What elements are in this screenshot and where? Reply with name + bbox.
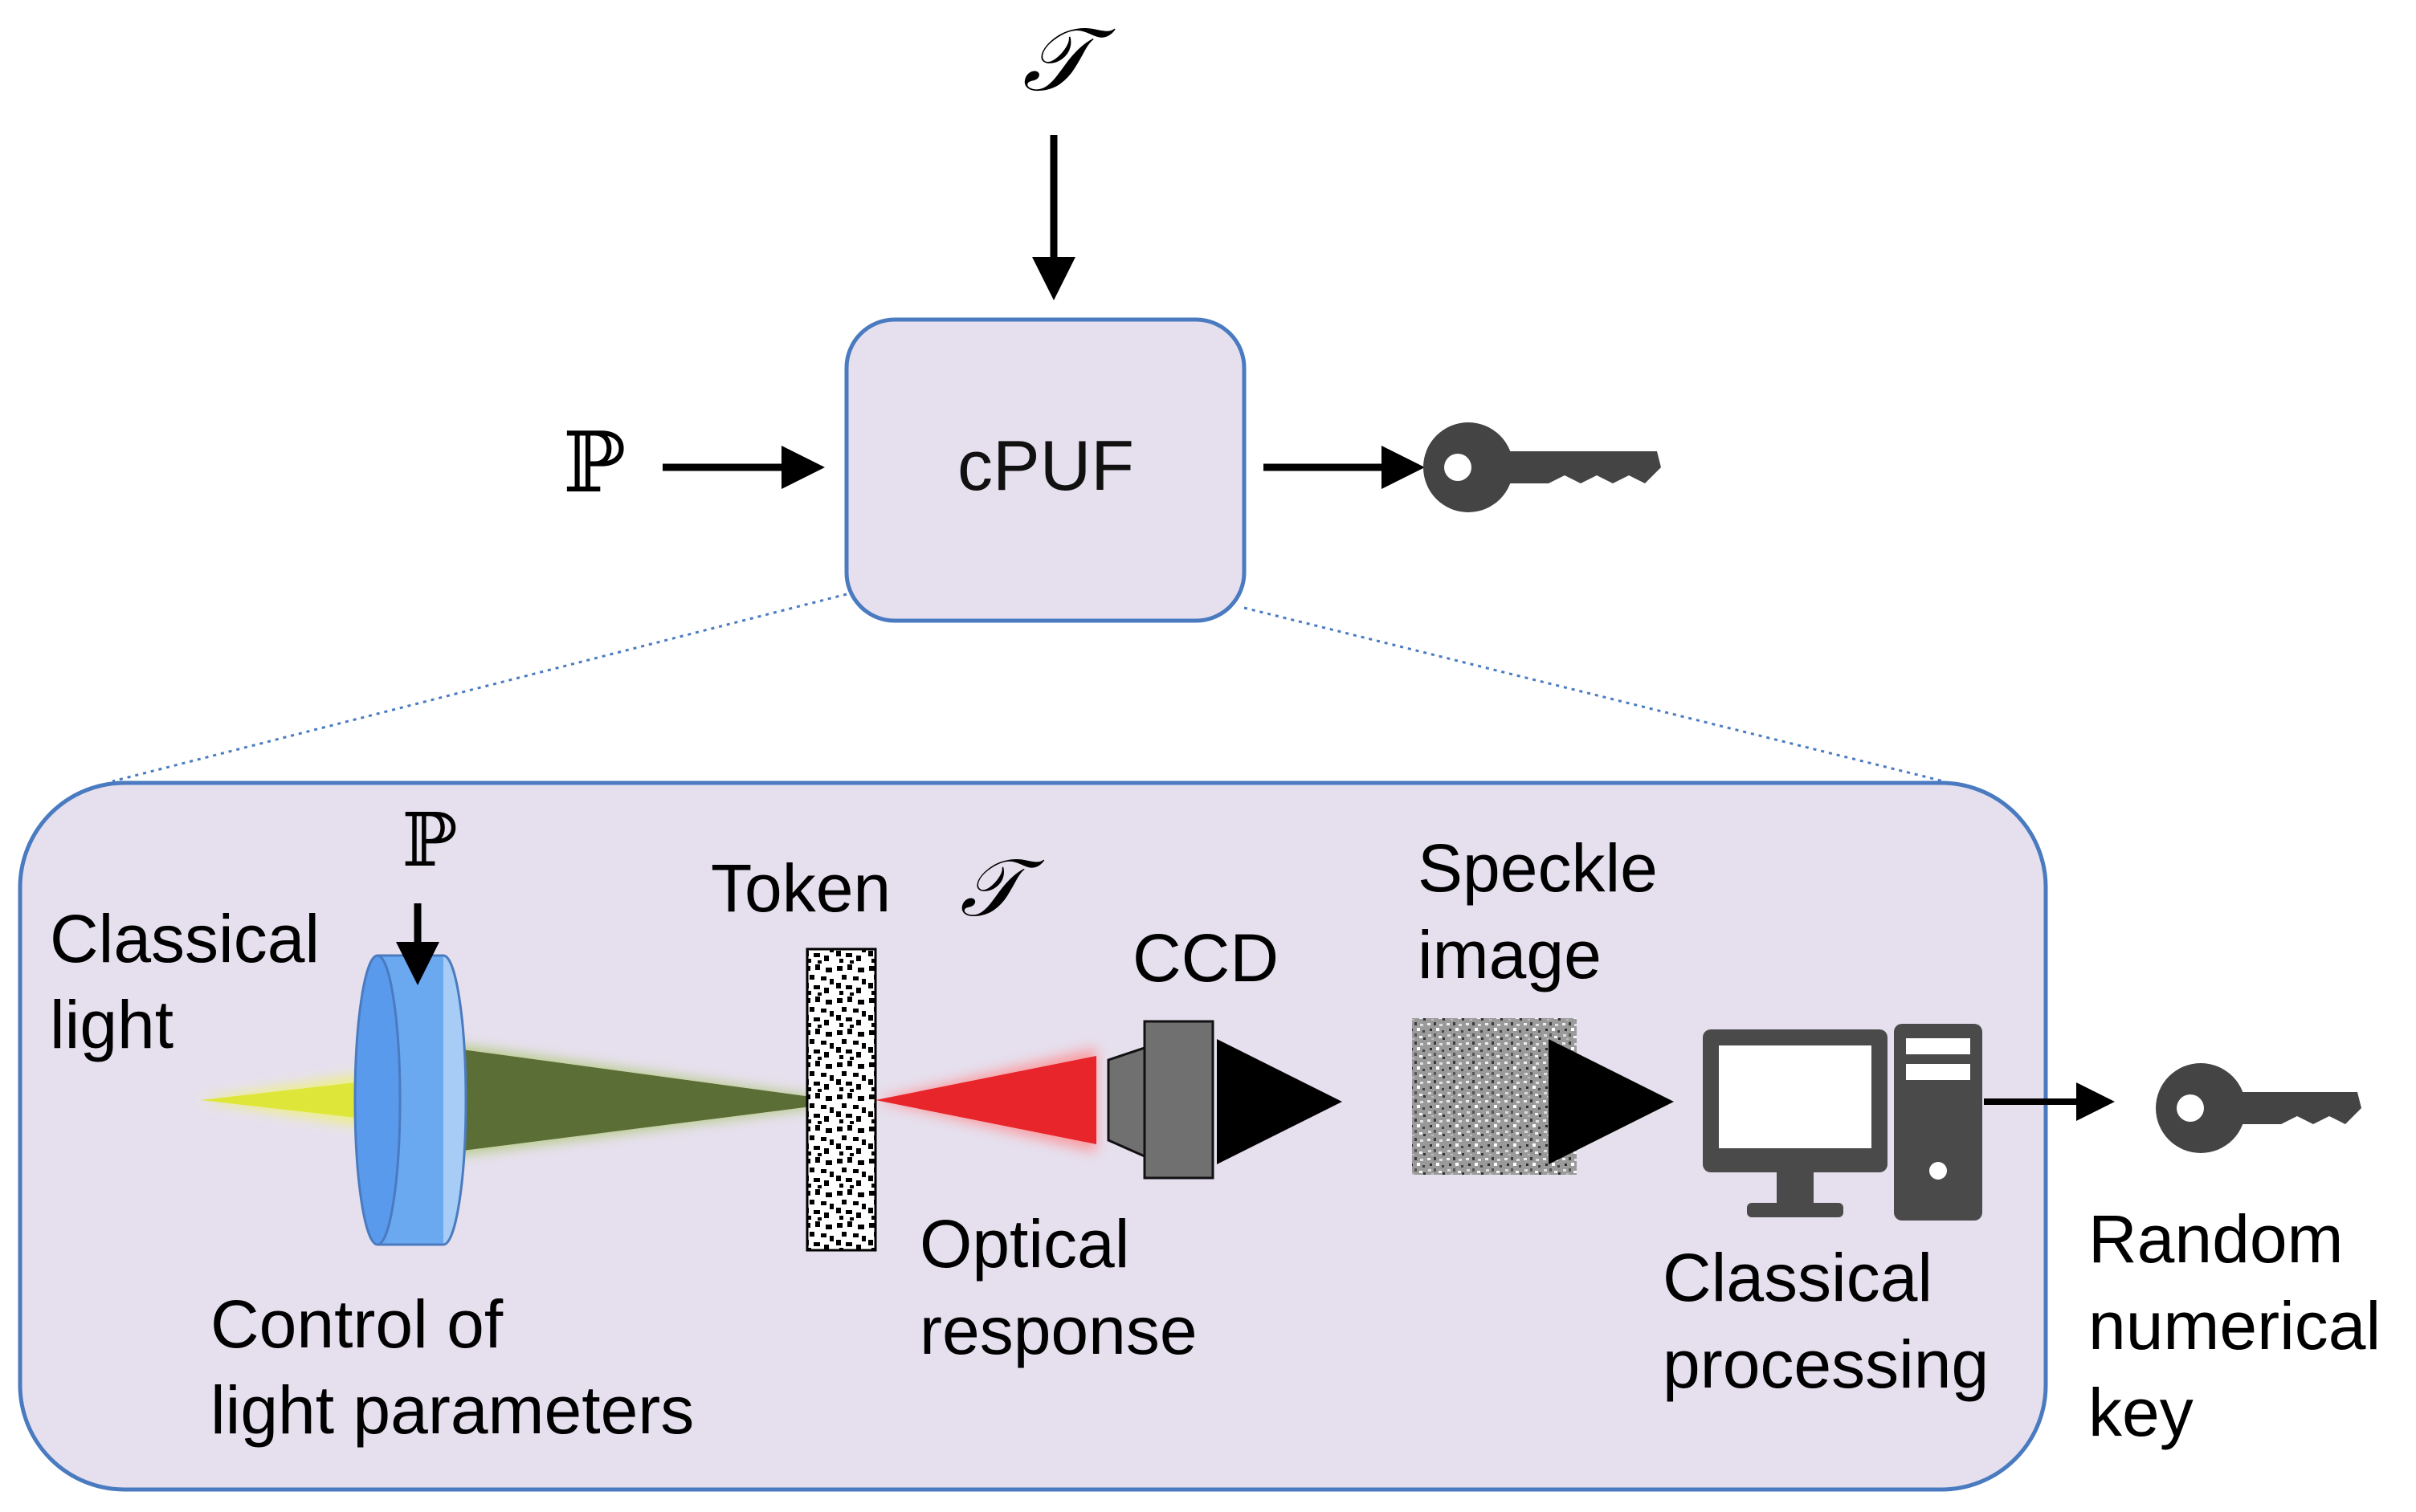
key-icon (2156, 1063, 2361, 1153)
cpuf-label: cPUF (957, 426, 1134, 505)
speckle-image-label: Speckle image (1418, 830, 1676, 992)
green-beam (450, 1048, 811, 1152)
optical-response-label: Optical response (920, 1206, 1198, 1368)
cpuf-box (844, 317, 1247, 623)
token-symbol-top: 𝒯 (1022, 8, 1116, 111)
ccd-label: CCD (1132, 920, 1279, 996)
control-label: Control of light parameters (210, 1286, 694, 1448)
classical-light-label: Classical light (50, 901, 338, 1062)
key-icon (1423, 422, 1661, 512)
ccd-icon (1107, 1020, 1214, 1180)
speckle-image (1412, 1018, 1577, 1175)
computer-icon (1703, 1024, 1982, 1221)
random-key-label: Random numerical key (2088, 1201, 2399, 1450)
zoom-line-left (112, 593, 847, 783)
classical-processing-label: Classical processing (1663, 1240, 1989, 1402)
lens-icon (353, 954, 467, 1246)
yellow-beam (201, 1080, 378, 1120)
zoom-line-right (1243, 606, 1945, 783)
token-icon (806, 948, 877, 1252)
param-symbol-top: ℙ (563, 414, 626, 511)
token-label: Token (711, 850, 891, 926)
param-symbol-detail: ℙ (402, 797, 457, 883)
red-beam (875, 1056, 1096, 1144)
